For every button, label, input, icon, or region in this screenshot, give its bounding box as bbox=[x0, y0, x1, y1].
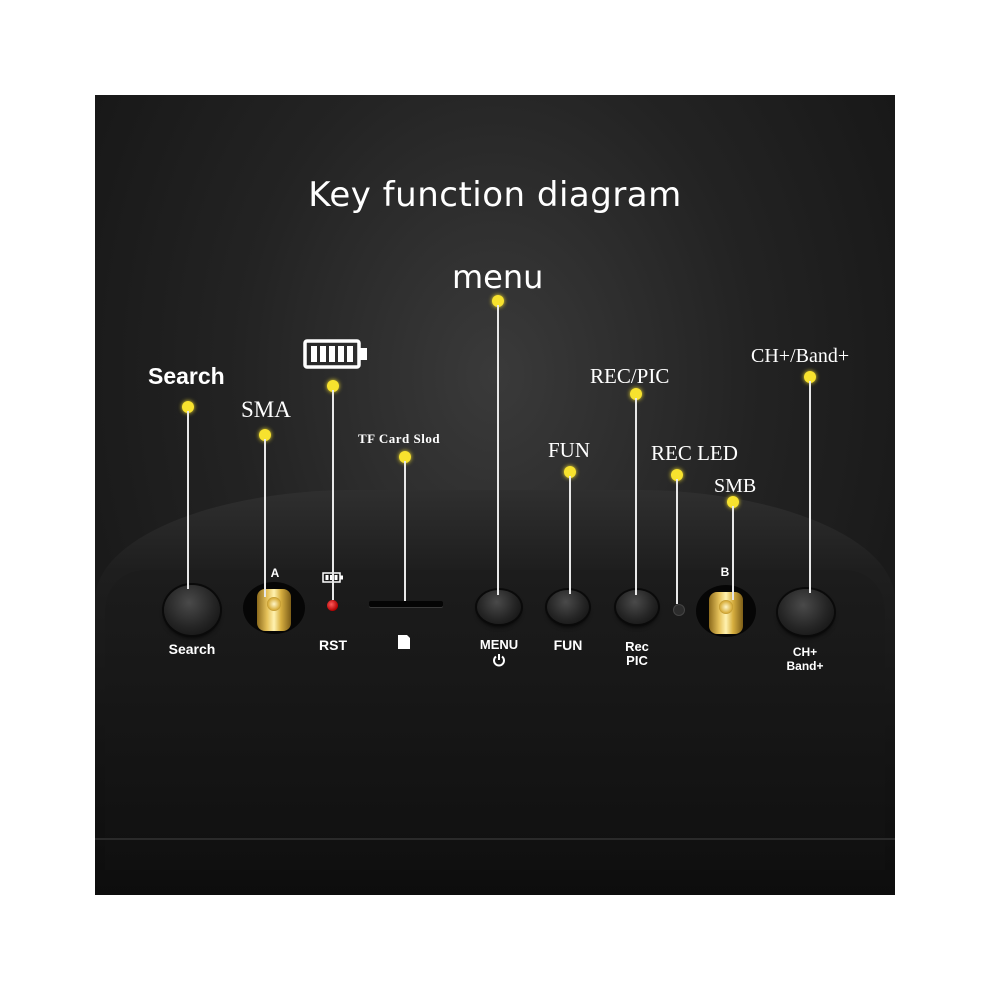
callout-ch-band-label: CH+/Band+ bbox=[751, 345, 850, 367]
sma-connector-pin bbox=[267, 597, 281, 611]
sd-card-icon bbox=[398, 635, 410, 649]
callout-rec-pic-line bbox=[635, 398, 637, 595]
menu-button[interactable] bbox=[477, 590, 521, 624]
diagram-title: Key function diagram bbox=[308, 175, 682, 215]
callout-menu-label: menu bbox=[452, 258, 544, 296]
callout-sma-line bbox=[264, 439, 266, 597]
callout-smb-label: SMB bbox=[714, 475, 757, 497]
callout-rec-led-dot bbox=[671, 469, 683, 481]
callout-sma-dot bbox=[259, 429, 271, 441]
callout-rec-led-label: REC LED bbox=[651, 441, 738, 465]
smb-connector-pin bbox=[719, 600, 733, 614]
rec-led bbox=[674, 605, 684, 615]
battery-icon bbox=[303, 339, 367, 369]
callout-fun-dot bbox=[564, 466, 576, 478]
rst-led bbox=[327, 600, 338, 611]
ch-band-button[interactable] bbox=[778, 589, 834, 635]
callout-menu-dot bbox=[492, 295, 504, 307]
callout-ch-band-dot bbox=[804, 371, 816, 383]
power-icon bbox=[493, 654, 505, 667]
small-battery-icon bbox=[322, 572, 343, 583]
band-label: Band+ bbox=[786, 659, 824, 673]
callout-rec-led-line bbox=[676, 479, 678, 604]
callout-smb-dot bbox=[727, 496, 739, 508]
callout-rec-pic-dot bbox=[630, 388, 642, 400]
callout-battery-dot bbox=[327, 380, 339, 392]
antenna-b-label: B bbox=[720, 565, 730, 579]
callout-sma-label: SMA bbox=[241, 397, 291, 422]
callout-search-dot bbox=[182, 401, 194, 413]
tf-card-slot[interactable] bbox=[369, 601, 443, 607]
search-button[interactable] bbox=[164, 585, 220, 635]
callout-ch-band-line bbox=[809, 381, 811, 593]
callout-tf-card-dot bbox=[399, 451, 411, 463]
callout-search-label: Search bbox=[148, 363, 225, 389]
ch-label: CH+ bbox=[792, 645, 818, 659]
fun-button-label: FUN bbox=[553, 637, 583, 653]
callout-menu-line bbox=[497, 305, 499, 595]
diagram-panel: Key function diagram Search A RST MENU F… bbox=[95, 95, 895, 895]
receiver-device bbox=[95, 490, 895, 895]
callout-rec-pic-label: REC/PIC bbox=[590, 364, 670, 388]
callout-search-line bbox=[187, 411, 189, 589]
callout-fun-label: FUN bbox=[548, 438, 591, 462]
rst-label: RST bbox=[319, 637, 347, 653]
fun-button[interactable] bbox=[547, 590, 589, 624]
callout-tf-card-label: TF Card Slod bbox=[358, 431, 441, 446]
menu-button-label: MENU bbox=[479, 637, 519, 652]
callout-tf-card-line bbox=[404, 461, 406, 601]
rec-pic-button[interactable] bbox=[616, 590, 658, 624]
search-button-label: Search bbox=[168, 641, 216, 657]
antenna-a-label: A bbox=[270, 566, 280, 580]
callout-battery-line bbox=[332, 390, 334, 600]
callout-fun-line bbox=[569, 476, 571, 594]
rec-label: Rec bbox=[625, 639, 649, 654]
pic-label: PIC bbox=[626, 653, 648, 668]
callout-smb-line bbox=[732, 506, 734, 600]
device-seam bbox=[95, 838, 895, 840]
